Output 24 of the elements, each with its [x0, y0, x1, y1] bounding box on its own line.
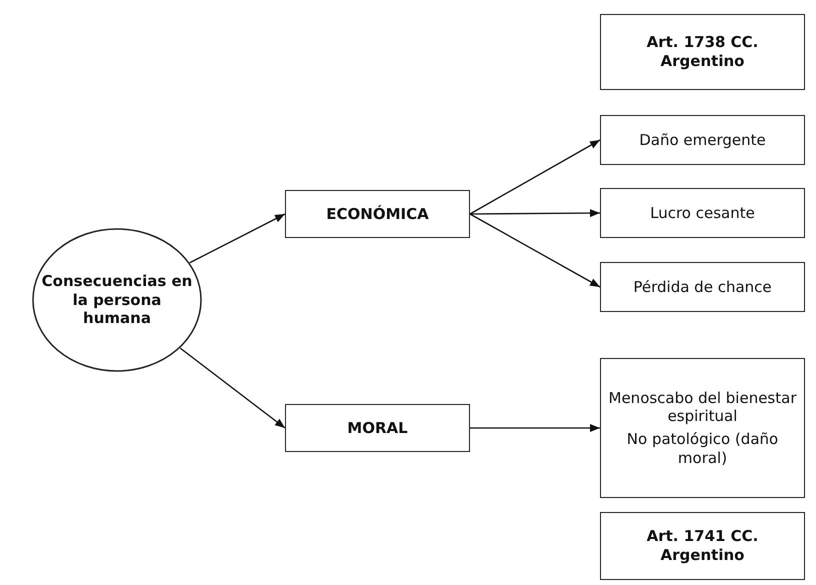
box-label: Art. 1738 CC. Argentino	[646, 33, 760, 71]
process-box	[600, 188, 805, 238]
arrow	[470, 424, 600, 432]
box-label: Art. 1741 CC. Argentino	[646, 527, 760, 565]
category-box	[285, 404, 470, 452]
box-label: MORAL	[347, 418, 408, 438]
arrow	[189, 213, 286, 264]
box-label: Pérdida de chance	[633, 278, 772, 296]
reference-box	[600, 14, 805, 90]
arrow	[470, 139, 600, 215]
box-label: No patológico (daño moral)	[626, 430, 780, 468]
reference-box	[600, 512, 805, 580]
process-box	[600, 115, 805, 165]
arrow	[470, 209, 600, 218]
category-box	[285, 190, 470, 238]
arrow	[180, 348, 286, 429]
box-label: Menoscabo del bienestar espiritual	[608, 388, 798, 426]
process-box	[600, 358, 805, 498]
arrow	[470, 213, 600, 288]
box-label: Daño emergente	[639, 130, 766, 150]
box-label: Lucro cesante	[650, 204, 755, 222]
process-box	[600, 262, 805, 312]
topic-label: Consecuencias en la persona humana	[40, 272, 194, 328]
box-label: ECONÓMICA	[326, 204, 429, 224]
